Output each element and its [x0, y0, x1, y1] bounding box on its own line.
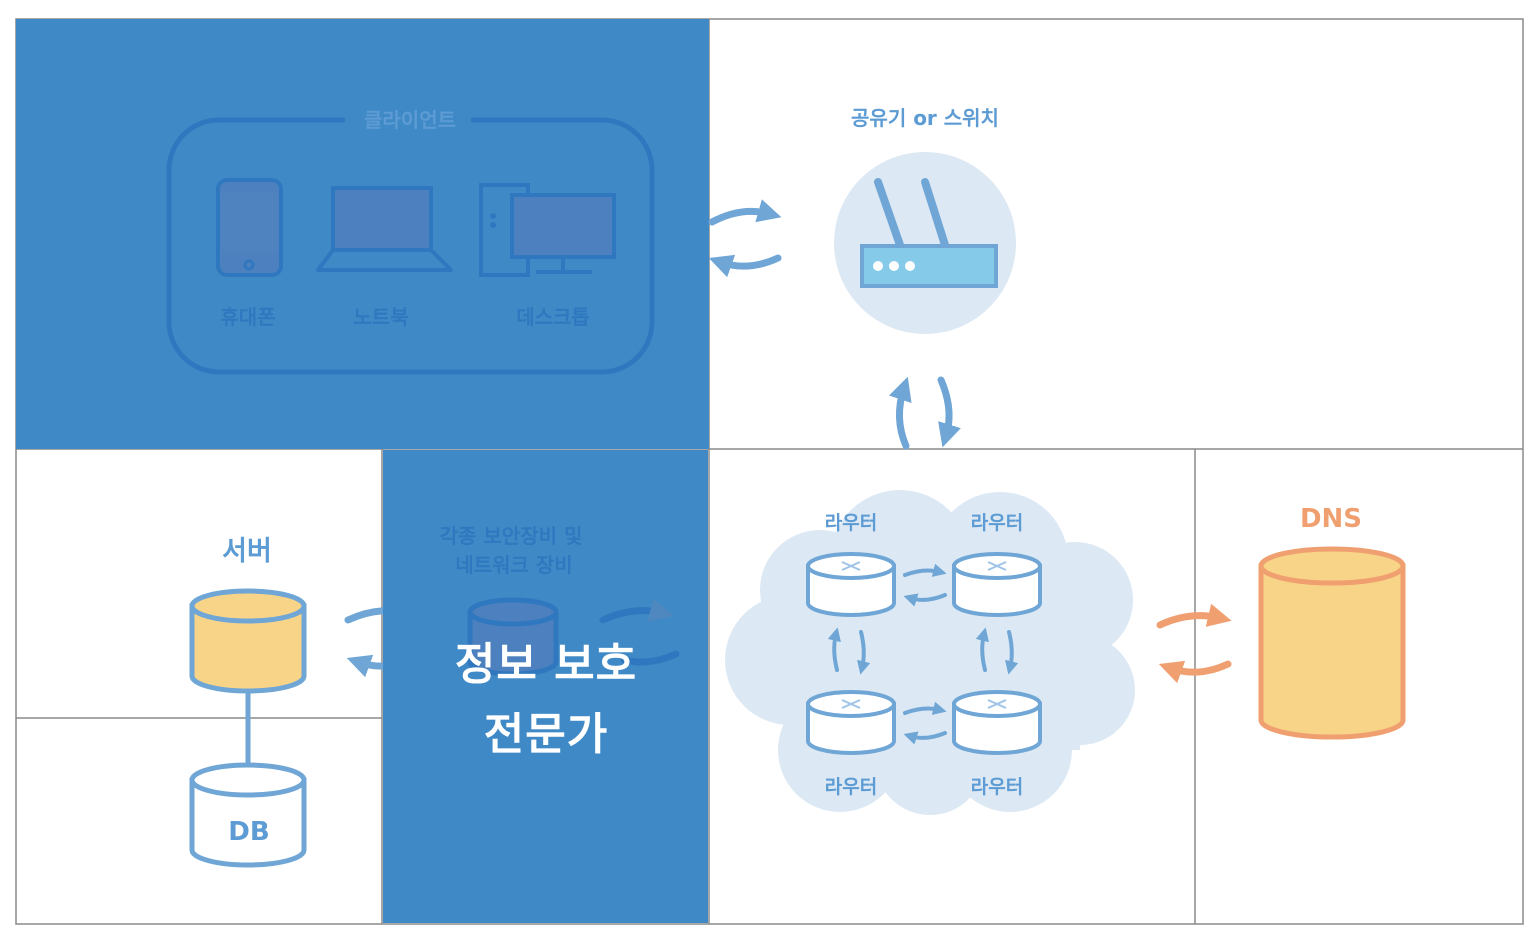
server-group: 서버 DB	[189, 536, 307, 868]
router-4-icon	[952, 690, 1042, 755]
cloud-dns-arrows	[1156, 603, 1232, 684]
overlay-title: 정보 보호 전문가	[383, 630, 709, 770]
dns-cylinder-icon	[1258, 546, 1406, 740]
dns-group: DNS	[1258, 504, 1406, 740]
router-label-1: 라우터	[825, 512, 877, 534]
router-cloud-arrows	[888, 376, 961, 450]
router-3-icon	[806, 690, 896, 755]
phone-icon	[216, 178, 283, 277]
wifi-router-icon	[860, 178, 998, 288]
db-label: DB	[228, 817, 269, 847]
device-label-laptop: 노트북	[353, 305, 408, 329]
security-highlight	[383, 450, 708, 923]
router-label-4: 라우터	[971, 776, 1023, 798]
client-router-arrows	[708, 199, 782, 278]
router-nodes: 라우터 라우터 라우터 라우터	[806, 512, 1042, 798]
security-cylinder-icon	[467, 597, 559, 677]
security-panel: 각종 보안장비 및 네트워크 장비	[383, 450, 708, 923]
dns-label: DNS	[1300, 504, 1362, 534]
client-group-label: 클라이언트	[364, 108, 456, 132]
overlay-title-line1: 정보 보호	[454, 639, 638, 690]
device-label-desktop: 데스크톱	[516, 305, 590, 329]
security-label-line1: 각종 보안장비 및	[440, 524, 583, 548]
client-panel: 클라이언트 휴대폰 노트북 데스크톱	[16, 19, 709, 449]
desktop-icon	[479, 183, 616, 277]
router-2-icon	[952, 552, 1042, 617]
router-switch-label: 공유기 or 스위치	[851, 106, 999, 130]
router-mesh-arrows	[827, 563, 1019, 745]
security-cloud-arrows	[599, 598, 680, 666]
database-cylinder-icon	[189, 762, 307, 868]
overlay-title-line2: 전문가	[483, 709, 609, 760]
router-label-2: 라우터	[971, 512, 1023, 534]
laptop-icon	[316, 186, 453, 272]
router-switch: 공유기 or 스위치	[834, 106, 1016, 334]
router-label-3: 라우터	[825, 776, 877, 798]
device-label-phone: 휴대폰	[220, 305, 275, 329]
security-label-line2: 네트워크 장비	[455, 553, 572, 577]
router-1-icon	[806, 552, 896, 617]
server-cylinder-icon	[189, 588, 307, 694]
server-label: 서버	[222, 536, 272, 567]
cloud-icon	[725, 490, 1135, 815]
